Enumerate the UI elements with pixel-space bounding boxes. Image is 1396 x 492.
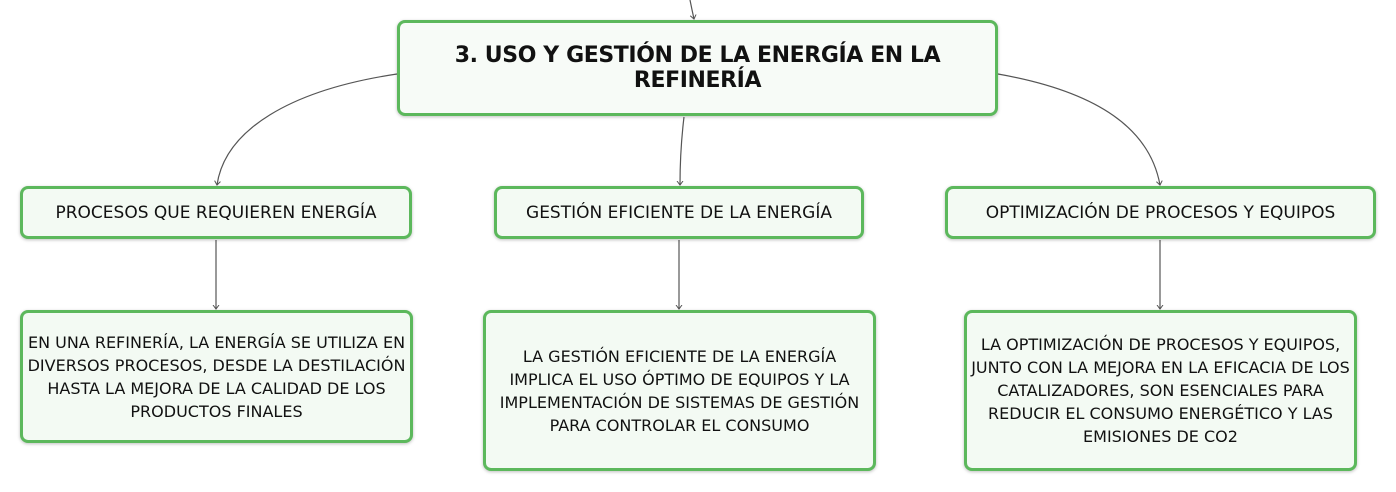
detail-topic-text: LA OPTIMIZACIÓN DE PROCESOS Y EQUIPOS, J… [971, 335, 1350, 446]
detail-topic-text: LA GESTIÓN EFICIENTE DE LA ENERGÍA IMPLI… [499, 346, 860, 435]
detail-topic-gestion[interactable]: LA GESTIÓN EFICIENTE DE LA ENERGÍA IMPLI… [483, 310, 876, 471]
parent-connector [689, 0, 694, 19]
branch-topic-label: GESTIÓN EFICIENTE DE LA ENERGÍA [526, 202, 832, 223]
branch-topic-gestion[interactable]: GESTIÓN EFICIENTE DE LA ENERGÍA [494, 186, 864, 239]
branch-topic-label: OPTIMIZACIÓN DE PROCESOS Y EQUIPOS [985, 202, 1336, 223]
connector-root-branch-1 [217, 73, 398, 185]
connector-root-branch-2 [680, 116, 685, 185]
detail-topic-optimizacion[interactable]: LA OPTIMIZACIÓN DE PROCESOS Y EQUIPOS, J… [964, 310, 1357, 471]
connector-root-branch-3 [997, 73, 1160, 185]
branch-topic-procesos[interactable]: PROCESOS QUE REQUIEREN ENERGÍA [20, 186, 412, 239]
detail-topic-procesos[interactable]: EN UNA REFINERÍA, LA ENERGÍA SE UTILIZA … [20, 310, 413, 443]
root-topic[interactable]: 3. USO Y GESTIÓN DE LA ENERGÍA EN LA REF… [397, 20, 998, 116]
detail-topic-text: EN UNA REFINERÍA, LA ENERGÍA SE UTILIZA … [27, 332, 406, 421]
branch-topic-optimizacion[interactable]: OPTIMIZACIÓN DE PROCESOS Y EQUIPOS [945, 186, 1376, 239]
root-topic-label: 3. USO Y GESTIÓN DE LA ENERGÍA EN LA REF… [454, 43, 941, 93]
branch-topic-label: PROCESOS QUE REQUIEREN ENERGÍA [55, 202, 377, 223]
